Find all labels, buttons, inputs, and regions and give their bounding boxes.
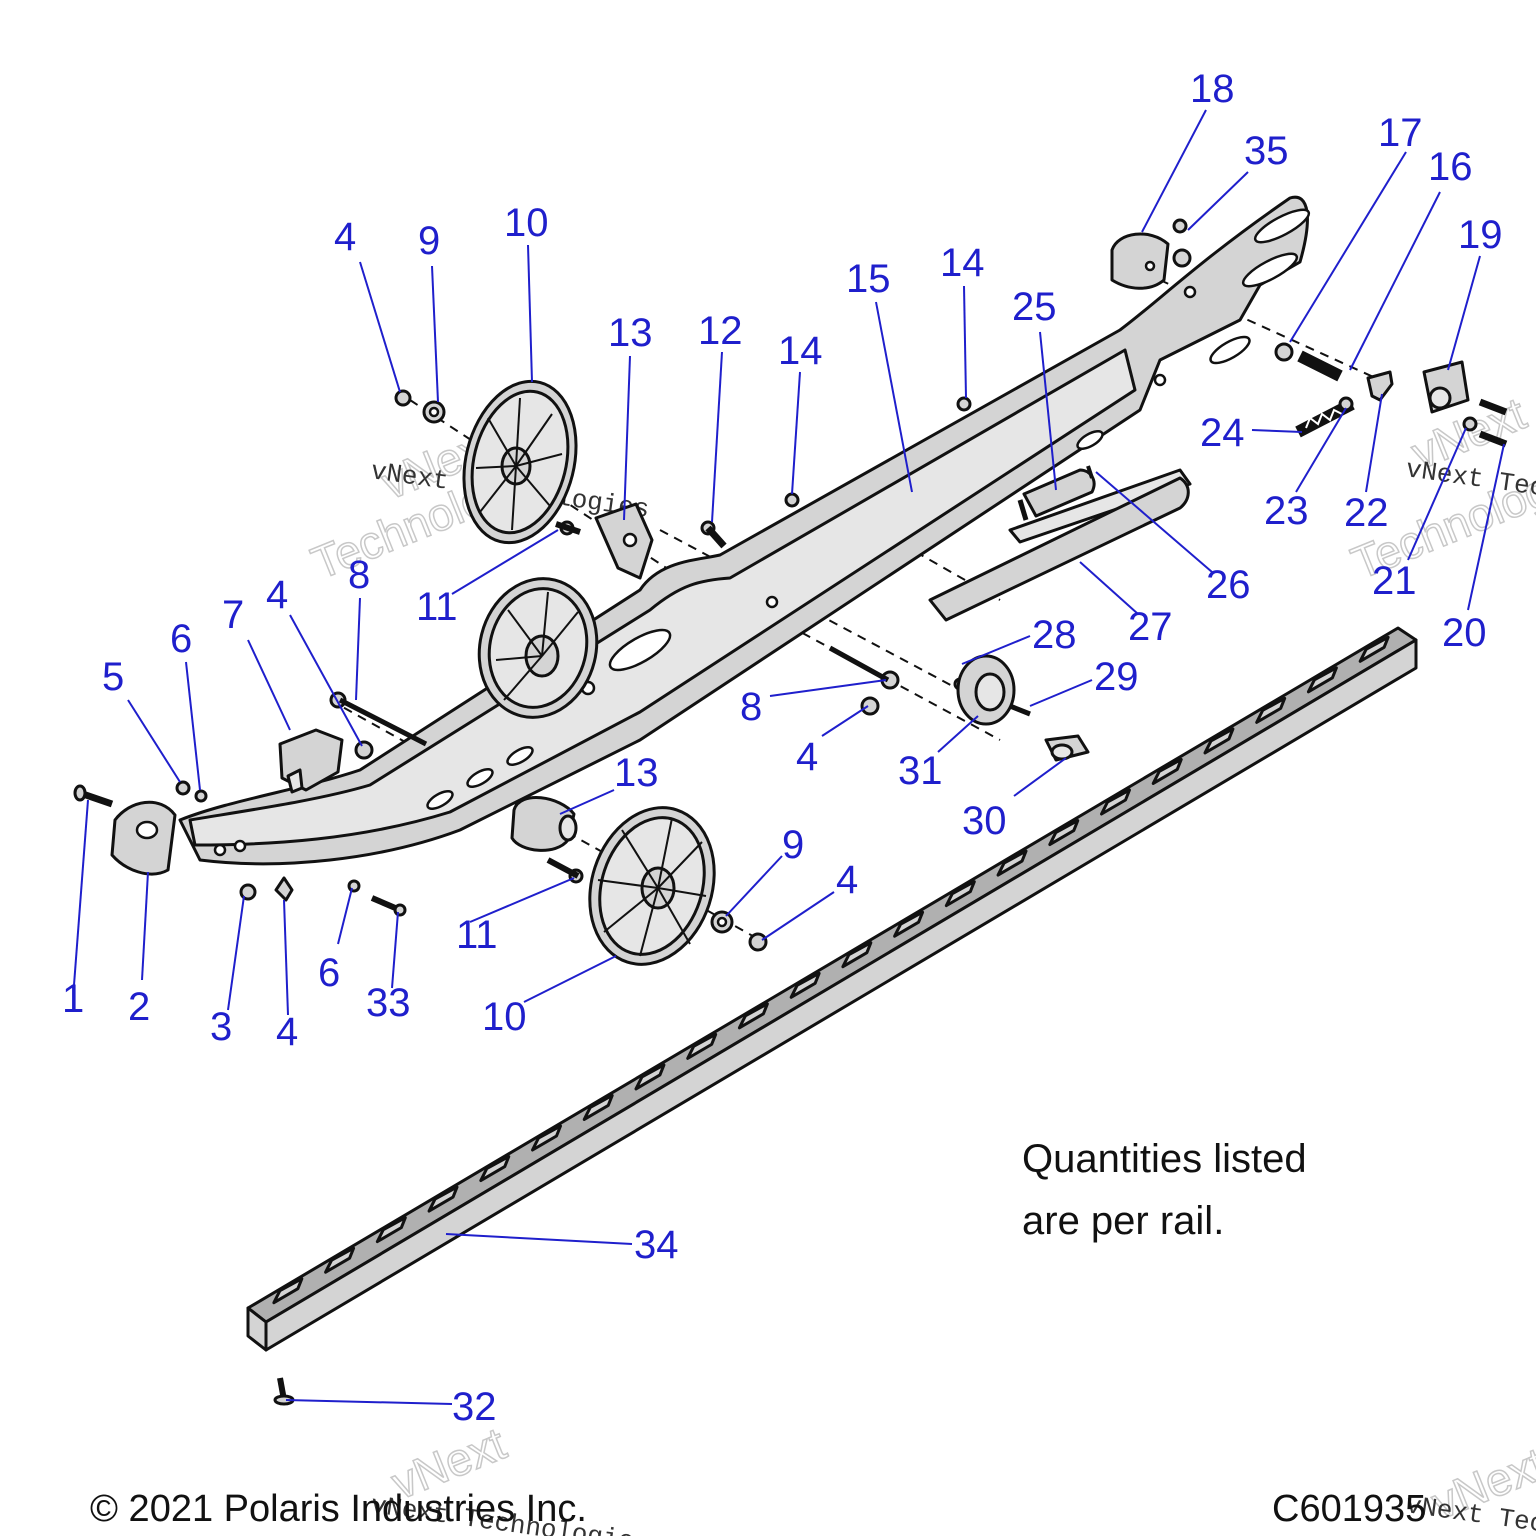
callout-22: 22 <box>1344 491 1389 535</box>
callout-30: 30 <box>962 799 1007 843</box>
callout-8: 8 <box>740 685 762 729</box>
rail-tooth <box>1306 666 1338 694</box>
axle-block-upper <box>594 502 654 580</box>
idler-wheel-lower <box>588 806 716 966</box>
callout-16: 16 <box>1428 145 1473 189</box>
leader-lines <box>73 109 1505 1405</box>
callout-2: 2 <box>128 985 150 1029</box>
rail-tooth <box>996 849 1028 877</box>
assembly-lines <box>329 279 1381 941</box>
quantity-note: Quantities listed are per rail. <box>1022 1128 1307 1252</box>
callout-21: 21 <box>1372 559 1417 603</box>
callout-14: 14 <box>778 329 823 373</box>
rail-tooth <box>324 1246 356 1274</box>
rail-tooth <box>479 1155 511 1183</box>
callout-27: 27 <box>1128 605 1173 649</box>
callout-29: 29 <box>1094 655 1139 699</box>
callout-4: 4 <box>266 573 288 617</box>
callout-10: 10 <box>482 995 527 1039</box>
rail-tooth <box>1203 727 1235 755</box>
drawing-number: C601935 <box>1272 1488 1427 1530</box>
callout-9: 9 <box>418 219 440 263</box>
callout-4: 4 <box>276 1010 298 1054</box>
callout-4: 4 <box>334 215 356 259</box>
callout-5: 5 <box>102 655 124 699</box>
callout-20: 20 <box>1442 611 1487 655</box>
bushing-30 <box>1044 734 1090 762</box>
rail-tooth <box>1100 788 1131 816</box>
callout-4: 4 <box>796 735 818 779</box>
rear-bumper <box>1110 232 1170 290</box>
spring-adjuster <box>1295 370 1394 438</box>
rail-tooth <box>634 1063 666 1091</box>
bracket-19 <box>1422 360 1470 414</box>
callout-8: 8 <box>348 553 370 597</box>
callout-11: 11 <box>416 585 458 629</box>
mount-7 <box>278 728 344 794</box>
rail-tooth <box>737 1002 769 1030</box>
callout-28: 28 <box>1032 613 1077 657</box>
wheel-spokes <box>597 817 707 957</box>
callout-24: 24 <box>1200 411 1245 455</box>
rail-tooth <box>1151 757 1183 785</box>
wheel-spokes <box>495 591 579 701</box>
rail-tooth <box>375 1216 407 1244</box>
callout-34: 34 <box>634 1223 679 1267</box>
quantity-note-line: Quantities listed <box>1022 1137 1307 1181</box>
quantity-note-line: are per rail. <box>1022 1199 1225 1243</box>
callout-31: 31 <box>898 749 943 793</box>
callout-3: 3 <box>210 1005 232 1049</box>
wheel-spokes <box>475 397 563 531</box>
bolt-1 <box>73 784 114 808</box>
callout-1: 1 <box>62 977 84 1021</box>
callout-35: 35 <box>1244 129 1289 173</box>
roller-31 <box>956 654 1016 726</box>
slide-rail-teeth <box>272 635 1390 1305</box>
rail-tooth <box>893 910 925 938</box>
callout-labels: 1 2 3 4 4 4 4 4 5 6 6 7 8 8 9 9 10 10 11… <box>62 67 1503 1429</box>
callout-13: 13 <box>614 751 659 795</box>
rail-tooth <box>789 971 821 999</box>
callout-26: 26 <box>1206 563 1251 607</box>
idler-wheel-middle <box>477 577 599 719</box>
callout-15: 15 <box>846 257 891 301</box>
rail-tooth <box>686 1032 718 1060</box>
callout-23: 23 <box>1264 489 1309 533</box>
callout-6: 6 <box>318 951 340 995</box>
rail-tooth <box>1048 819 1080 847</box>
axle-block-lower <box>510 796 578 852</box>
rail-tooth <box>944 880 976 908</box>
idler-wheel-upper <box>462 379 578 545</box>
rail-tooth <box>427 1185 459 1213</box>
callout-17: 17 <box>1378 111 1423 155</box>
callout-9: 9 <box>782 823 804 867</box>
callout-6: 6 <box>170 617 192 661</box>
callout-10: 10 <box>504 201 549 245</box>
callout-32: 32 <box>452 1385 497 1429</box>
callout-19: 19 <box>1458 213 1503 257</box>
copyright-text: © 2021 Polaris Industries Inc. <box>90 1488 587 1530</box>
suspension-rail <box>178 195 1311 866</box>
rail-tooth <box>582 1093 614 1121</box>
callout-25: 25 <box>1012 285 1057 329</box>
rail-tooth <box>841 941 873 969</box>
rail-tooth <box>272 1277 304 1305</box>
rail-tooth <box>1255 696 1287 724</box>
callout-11: 11 <box>456 913 498 957</box>
callout-13: 13 <box>608 311 653 355</box>
rail-tooth <box>1358 635 1390 663</box>
slider-block <box>928 465 1192 622</box>
callout-14: 14 <box>940 241 985 285</box>
front-bumper <box>110 800 177 876</box>
callout-7: 7 <box>222 593 244 637</box>
callout-4: 4 <box>836 858 858 902</box>
callout-33: 33 <box>366 981 411 1025</box>
small-hardware <box>175 218 1508 1406</box>
callout-12: 12 <box>698 309 743 353</box>
rail-tooth <box>531 1124 562 1152</box>
callout-18: 18 <box>1190 67 1235 111</box>
slide-rail <box>246 626 1418 1352</box>
